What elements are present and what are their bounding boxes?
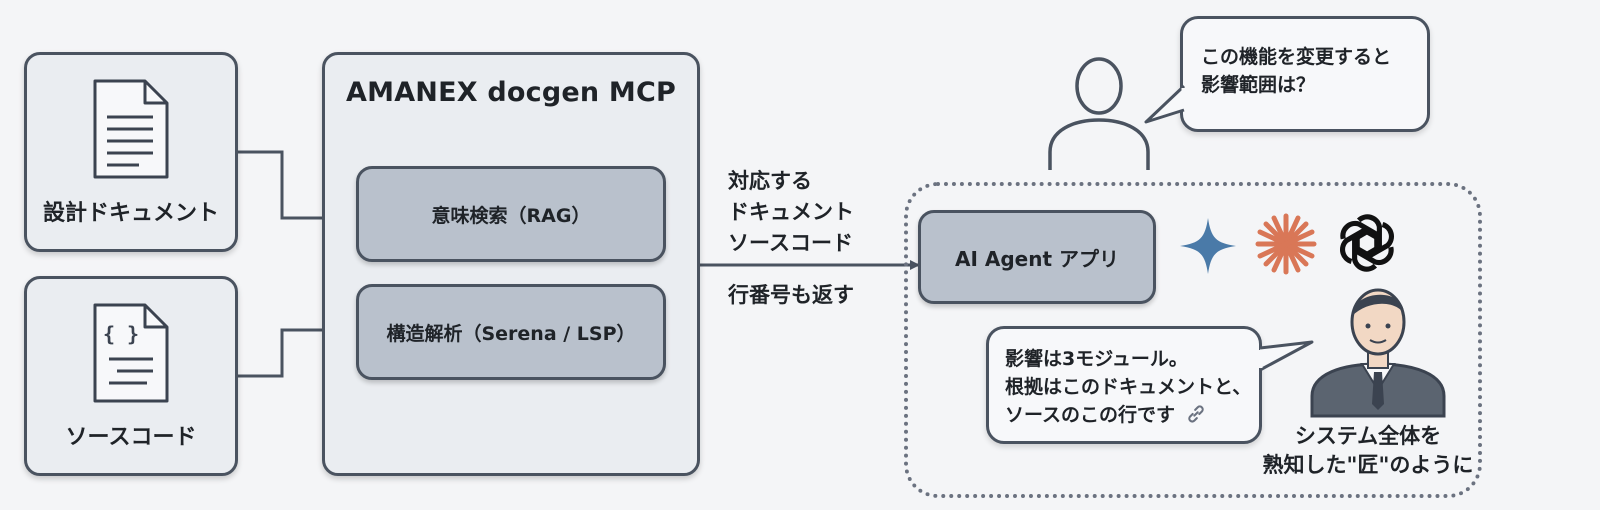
flow-label-top: 対応する ドキュメント ソースコード: [728, 166, 854, 259]
design-doc-label: 設計ドキュメント: [42, 201, 219, 226]
code-braces-glyph: { }: [103, 322, 139, 346]
openai-knot-icon: [1340, 214, 1394, 272]
expert-answer-bubble: 影響は3モジュール。 根拠はこのドキュメントと、 ソースのこの行です: [986, 326, 1262, 444]
code-file-icon: { }: [93, 303, 169, 403]
document-icon: [93, 79, 169, 179]
answer-line-2: 根拠はこのドキュメントと、: [1005, 376, 1252, 398]
user-bubble-tail: [1144, 84, 1187, 124]
user-question-bubble: この機能を変更すると 影響範囲は？: [1180, 16, 1430, 132]
flow-label-bottom: 行番号も返す: [728, 283, 854, 307]
expert-caption-line-2: 熟知した"匠"のように: [1262, 453, 1474, 477]
answer-bubble-tail: [1257, 340, 1314, 372]
claude-burst-icon: [1255, 213, 1317, 275]
ai-agent-app-box: AI Agent アプリ: [918, 210, 1156, 304]
agent-zone-dotted-border: [904, 182, 1482, 498]
answer-line-3-wrap: ソースのこの行です: [1005, 401, 1243, 429]
gemini-sparkle-icon: [1180, 218, 1236, 274]
flow-line-3: ソースコード: [728, 231, 853, 255]
semantic-search-pill: 意味検索（RAG）: [356, 166, 666, 262]
flow-line-1: 対応する: [728, 169, 812, 193]
expert-person-icon: [1310, 288, 1446, 418]
user-person-icon: [1048, 57, 1150, 170]
source-code-box: { } ソースコード: [24, 276, 238, 476]
flow-line-2: ドキュメント: [728, 200, 854, 224]
expert-caption: システム全体を 熟知した"匠"のように: [1258, 422, 1478, 480]
user-question-line-2: 影響範囲は？: [1201, 74, 1316, 96]
structure-analysis-pill: 構造解析（Serena / LSP）: [356, 284, 666, 380]
mcp-container: AMANEX docgen MCP: [322, 52, 700, 476]
design-doc-box: 設計ドキュメント: [24, 52, 238, 252]
source-code-label: ソースコード: [65, 425, 197, 450]
answer-line-1: 影響は3モジュール。: [1005, 348, 1188, 370]
answer-line-3: ソースのこの行です: [1005, 404, 1176, 426]
link-icon: [1187, 405, 1204, 423]
expert-caption-line-1: システム全体を: [1294, 424, 1442, 448]
user-question-line-1: この機能を変更すると: [1201, 46, 1392, 68]
mcp-title: AMANEX docgen MCP: [346, 77, 676, 108]
